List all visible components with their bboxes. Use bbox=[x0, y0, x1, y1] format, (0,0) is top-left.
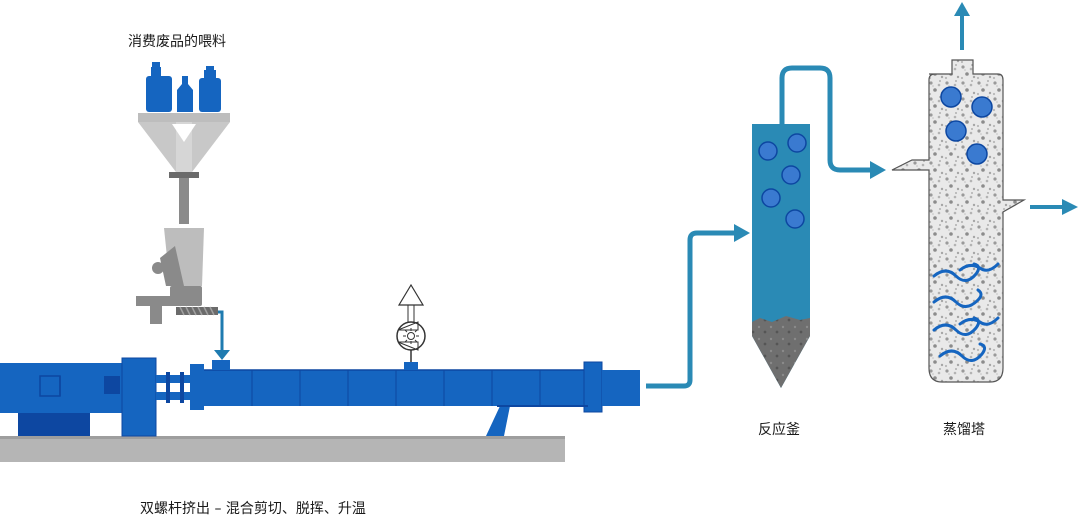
column-label: 蒸馏塔 bbox=[943, 422, 985, 438]
side-feeder bbox=[136, 228, 230, 360]
flow-pipe-to-reactor bbox=[646, 224, 750, 389]
bottles-icon bbox=[146, 62, 221, 112]
vacuum-pump-icon bbox=[396, 283, 426, 362]
feed-hopper bbox=[138, 113, 230, 224]
extruder-barrel bbox=[204, 360, 640, 436]
base-plate bbox=[0, 436, 565, 462]
extruder-drive bbox=[0, 357, 204, 437]
reactor-vessel bbox=[752, 124, 810, 388]
feed-label: 消费废品的喂料 bbox=[128, 34, 226, 50]
distillation-column bbox=[891, 2, 1078, 383]
reactor-label: 反应釜 bbox=[758, 422, 800, 438]
extruder-caption: 双螺杆挤出 – 混合剪切、脱挥、升温 bbox=[140, 501, 366, 517]
flow-pipe-to-column bbox=[779, 65, 886, 179]
